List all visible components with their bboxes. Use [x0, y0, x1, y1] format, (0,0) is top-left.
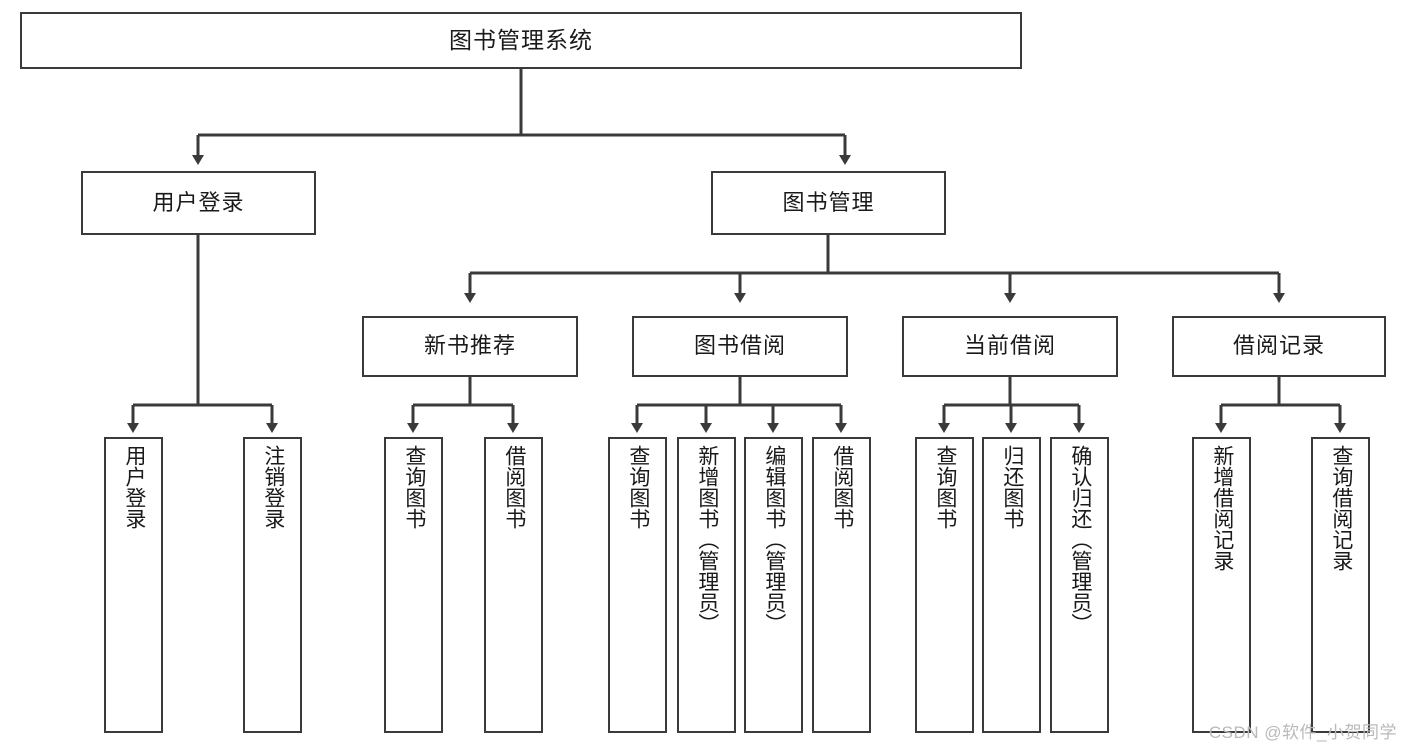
node-borrow-record[interactable]: 借阅记录 — [1172, 316, 1386, 377]
leaf-query-book-3[interactable]: 查询图书 — [915, 437, 974, 733]
node-new-book-recommend-label: 新书推荐 — [423, 333, 516, 359]
leaf-query-record-label: 查询借阅记录 — [1329, 445, 1353, 571]
leaf-return-book-label: 归还图书 — [1000, 445, 1024, 529]
node-book-borrow-label: 图书借阅 — [693, 333, 786, 359]
leaf-add-record-label: 新增借阅记录 — [1210, 445, 1234, 571]
leaf-query-record[interactable]: 查询借阅记录 — [1311, 437, 1370, 733]
node-book-manage-label: 图书管理 — [782, 189, 875, 215]
node-new-book-recommend[interactable]: 新书推荐 — [362, 316, 578, 377]
leaf-borrow-book-2-label: 借阅图书 — [830, 445, 854, 529]
node-book-borrow[interactable]: 图书借阅 — [632, 316, 848, 377]
leaf-borrow-book-1-label: 借阅图书 — [502, 445, 526, 529]
leaf-borrow-book-2[interactable]: 借阅图书 — [812, 437, 871, 733]
leaf-query-book-3-label: 查询图书 — [933, 445, 957, 529]
node-borrow-record-label: 借阅记录 — [1232, 333, 1325, 359]
leaf-add-book-label: 新增图书（管理员） — [695, 445, 719, 634]
node-root-label: 图书管理系统 — [449, 26, 593, 53]
node-user-login-label: 用户登录 — [152, 189, 245, 215]
leaf-query-book-1[interactable]: 查询图书 — [384, 437, 443, 733]
leaf-query-book-2[interactable]: 查询图书 — [608, 437, 667, 733]
leaf-borrow-book-1[interactable]: 借阅图书 — [484, 437, 543, 733]
node-book-manage[interactable]: 图书管理 — [711, 171, 946, 235]
leaf-confirm-return-label: 确认归还（管理员） — [1068, 445, 1092, 634]
node-current-borrow[interactable]: 当前借阅 — [902, 316, 1118, 377]
leaf-edit-book[interactable]: 编辑图书（管理员） — [744, 437, 803, 733]
node-root[interactable]: 图书管理系统 — [20, 12, 1022, 69]
leaf-logout-login[interactable]: 注销登录 — [243, 437, 302, 733]
leaf-confirm-return[interactable]: 确认归还（管理员） — [1050, 437, 1109, 733]
watermark: CSDN @软件_小贺同学 — [1208, 723, 1397, 742]
leaf-return-book[interactable]: 归还图书 — [982, 437, 1041, 733]
leaf-edit-book-label: 编辑图书（管理员） — [762, 445, 786, 634]
leaf-user-login-label: 用户登录 — [122, 445, 146, 529]
leaf-query-book-1-label: 查询图书 — [402, 445, 426, 529]
leaf-add-record[interactable]: 新增借阅记录 — [1192, 437, 1251, 733]
node-current-borrow-label: 当前借阅 — [963, 333, 1056, 359]
leaf-query-book-2-label: 查询图书 — [626, 445, 650, 529]
leaf-add-book[interactable]: 新增图书（管理员） — [677, 437, 736, 733]
leaf-logout-login-label: 注销登录 — [261, 445, 285, 529]
node-user-login[interactable]: 用户登录 — [81, 171, 316, 235]
leaf-user-login[interactable]: 用户登录 — [104, 437, 163, 733]
